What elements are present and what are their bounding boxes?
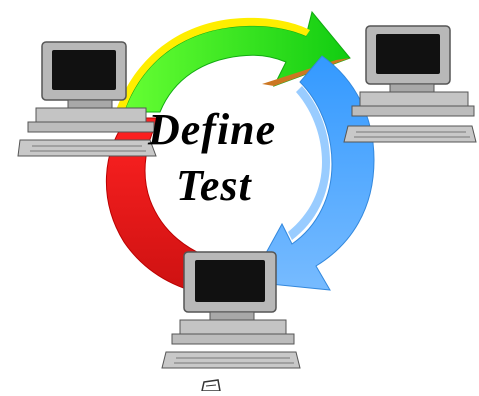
- center-text-line-1: Define: [148, 105, 277, 154]
- center-text-line-2: Test: [176, 161, 252, 210]
- computer-icon: [161, 251, 301, 369]
- computer-icon: [343, 25, 477, 143]
- blue-arrow-segment: [249, 55, 375, 291]
- green-arrow-rim: [116, 17, 310, 112]
- small-icon: [201, 379, 221, 392]
- computer-icon: [17, 41, 157, 157]
- blue-arrow-highlight: [288, 86, 330, 240]
